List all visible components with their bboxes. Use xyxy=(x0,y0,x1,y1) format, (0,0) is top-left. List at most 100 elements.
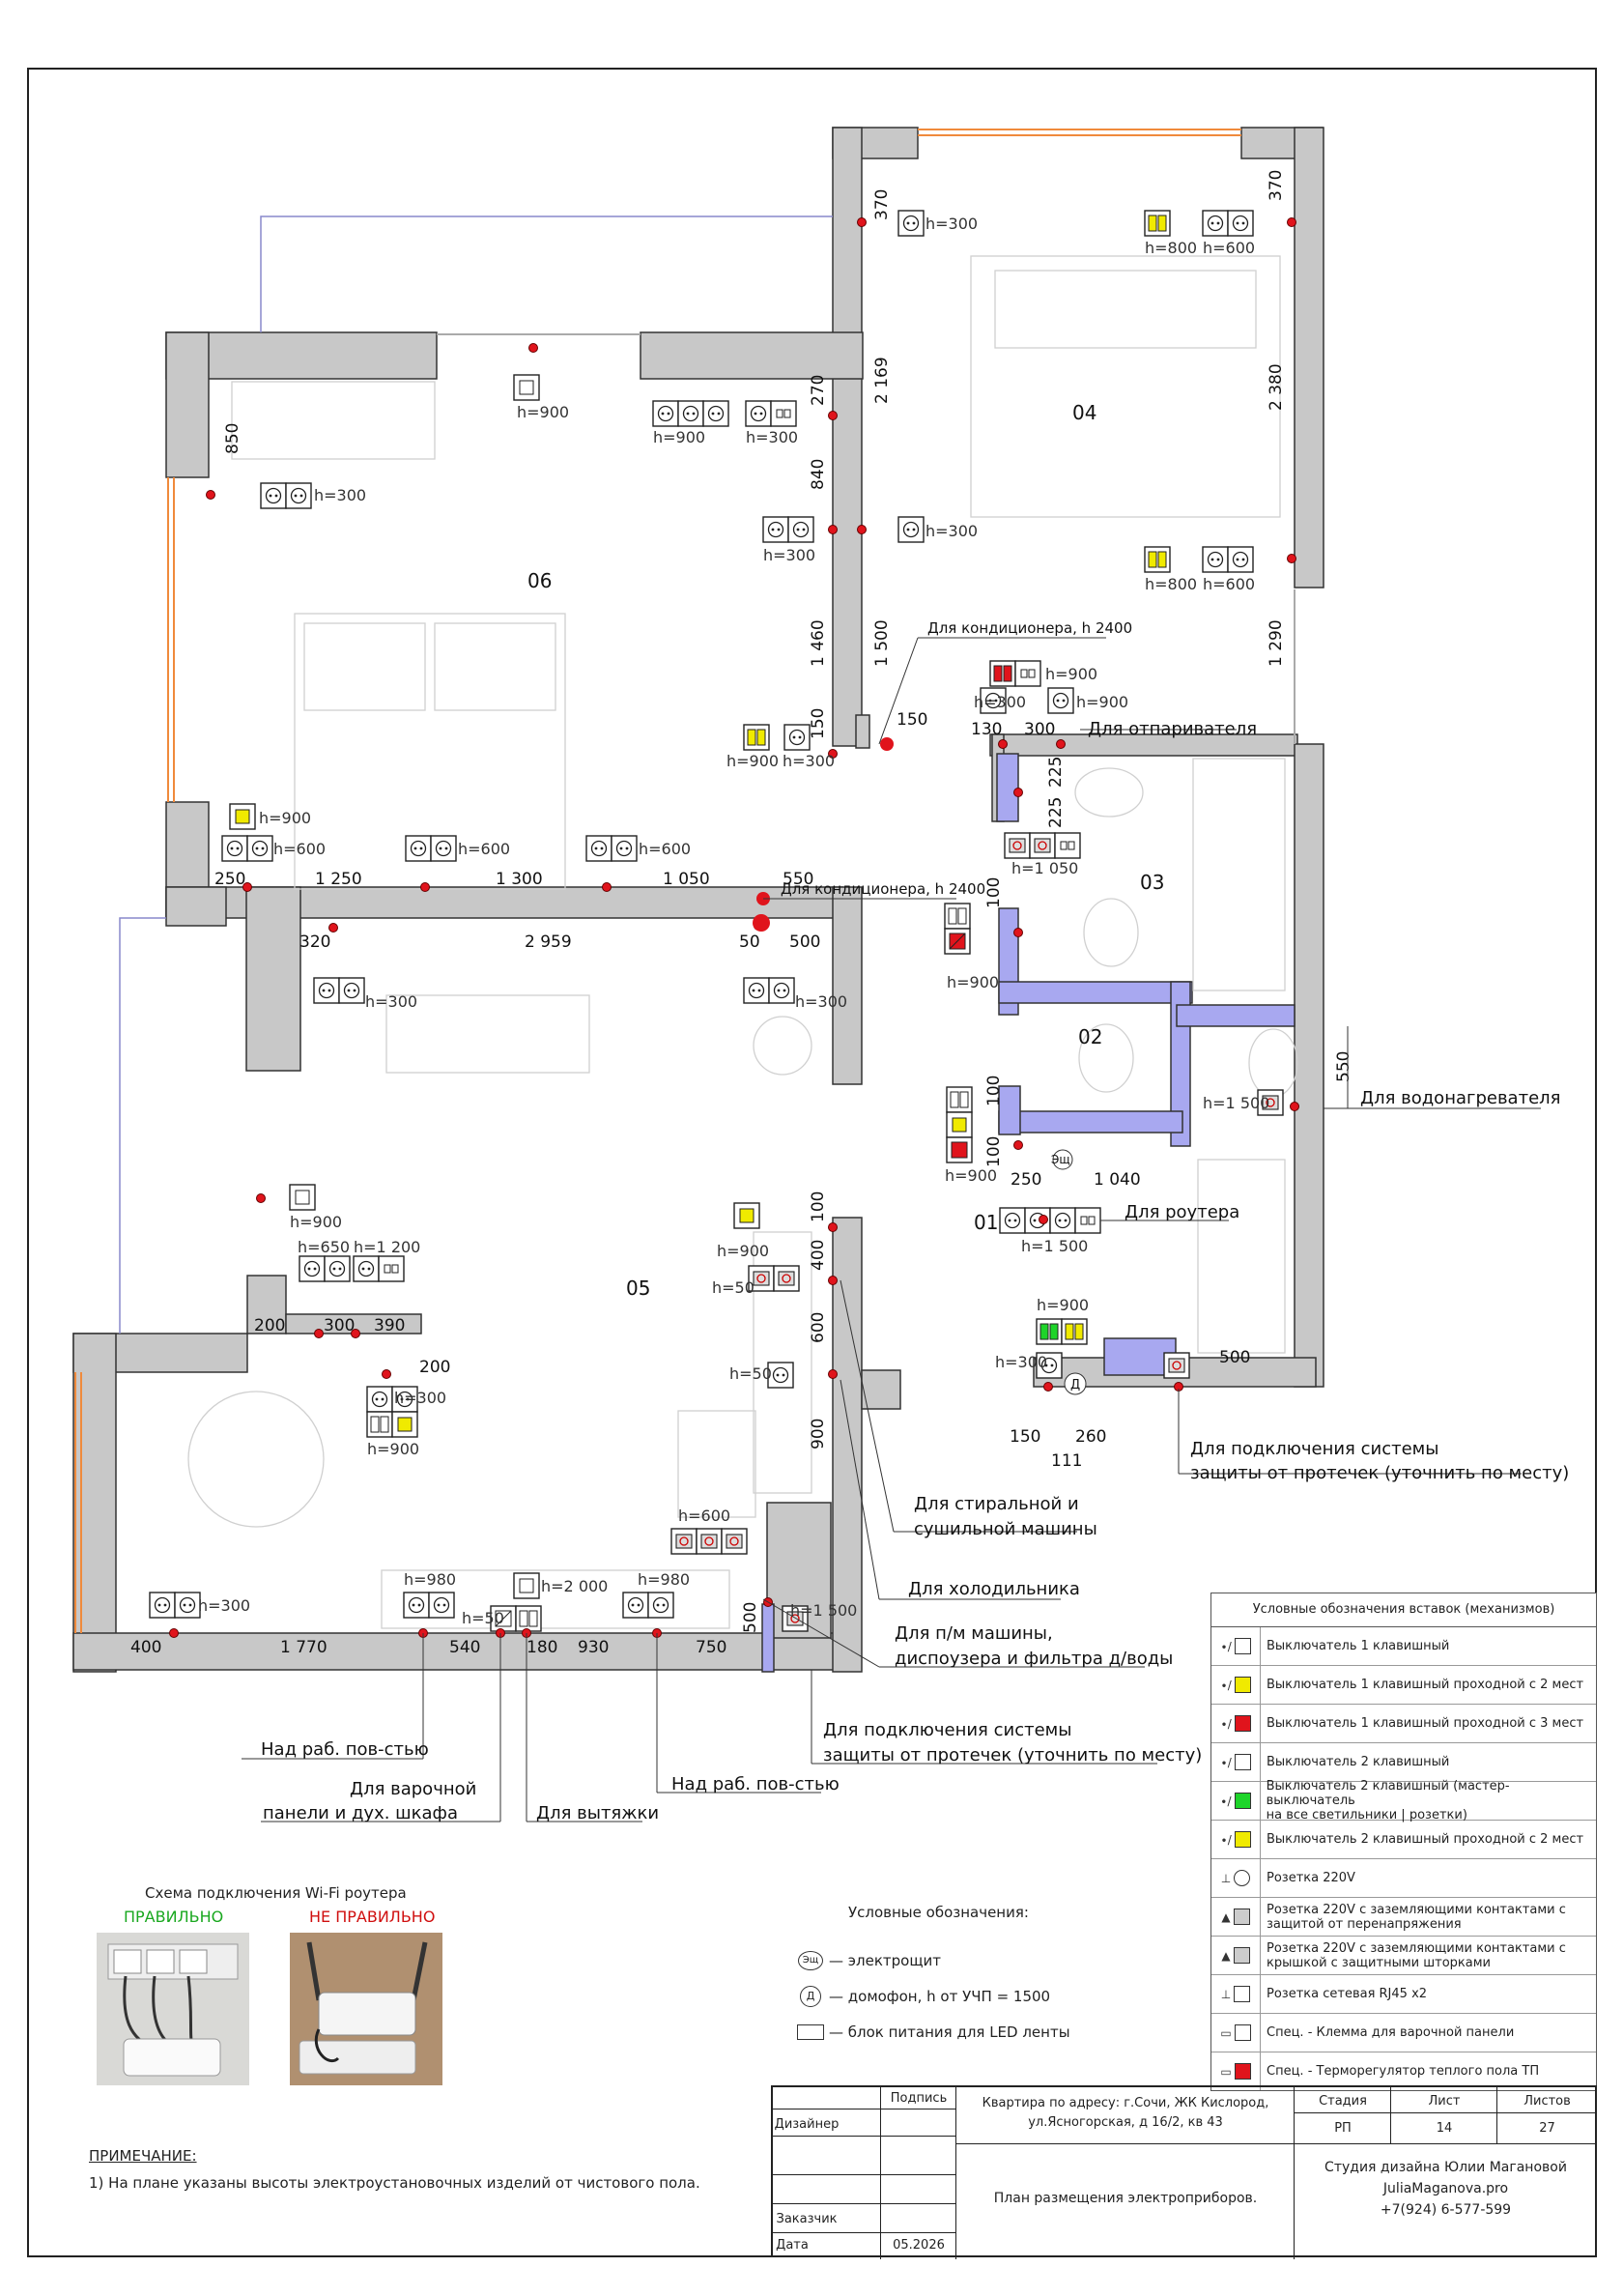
svg-text:1 290: 1 290 xyxy=(1267,619,1286,667)
svg-text:h=1 500: h=1 500 xyxy=(1203,1094,1269,1112)
panel-icon: Эщ xyxy=(798,1950,823,1970)
note-dishwasher-2: диспоузера и фильтра д/воды xyxy=(895,1649,1173,1669)
tb-date: 05.2026 xyxy=(893,2237,945,2253)
svg-text:h=900: h=900 xyxy=(517,403,569,421)
rj45-icon xyxy=(770,400,797,427)
note-dishwasher-1: Для п/м машины, xyxy=(895,1623,1053,1644)
svg-text:500: 500 xyxy=(741,1602,760,1633)
switch-icon xyxy=(289,1184,316,1211)
svg-text:h=300: h=300 xyxy=(746,428,798,446)
svg-text:h=50: h=50 xyxy=(729,1364,772,1383)
conventions-title: Условные обозначения: xyxy=(848,1904,1029,1921)
svg-text:400: 400 xyxy=(130,1638,161,1657)
socket-icon xyxy=(1227,210,1254,237)
svg-text:300: 300 xyxy=(324,1316,355,1335)
socket-icon xyxy=(1227,546,1254,573)
socket-icon xyxy=(324,1255,351,1282)
svg-text:h=300: h=300 xyxy=(314,486,366,504)
svg-text:270: 270 xyxy=(809,375,828,406)
height-labels: h=300 h=800 h=600 h=900 h=900 h=300 h=30… xyxy=(198,215,1269,1627)
svg-text:h=900: h=900 xyxy=(367,1440,419,1458)
switch-yellow-icon xyxy=(1144,546,1171,573)
svg-text:550: 550 xyxy=(783,870,813,889)
tb-address-2: ул.Ясногорская, д 16/2, кв 43 xyxy=(1028,2114,1223,2130)
socket-icon xyxy=(338,977,365,1004)
svg-text:h=900: h=900 xyxy=(653,428,705,446)
switch-icon xyxy=(513,374,540,401)
note-water-heater: Для водонагревателя xyxy=(1360,1088,1560,1108)
dimensions: 370 370 2 169 2 380 850 270 840 1 460 1 … xyxy=(130,170,1353,1657)
socket-icon xyxy=(647,1592,674,1619)
legend-row: ∙/Выключатель 1 клавишный xyxy=(1211,1627,1596,1666)
legend-row: ∙/Выключатель 1 клавишный проходной с 3 … xyxy=(1211,1705,1596,1743)
leader-lines xyxy=(242,637,1541,1822)
svg-text:260: 260 xyxy=(1075,1427,1106,1447)
switch-green-icon xyxy=(1036,1318,1063,1345)
room-02: 02 xyxy=(1078,1025,1102,1048)
device-legend: Условные обозначения вставок (механизмов… xyxy=(1210,1593,1597,2091)
legend-row: ⊥Розетка 220V xyxy=(1211,1859,1596,1898)
svg-text:300: 300 xyxy=(1024,720,1055,739)
svg-text:2 380: 2 380 xyxy=(1267,363,1286,411)
socket-icon xyxy=(585,835,612,862)
svg-text:250: 250 xyxy=(214,870,245,889)
svg-text:h=300: h=300 xyxy=(925,215,978,233)
svg-text:540: 540 xyxy=(449,1638,480,1657)
socket-icon xyxy=(299,1255,326,1282)
svg-text:500: 500 xyxy=(1219,1348,1250,1367)
svg-text:225: 225 xyxy=(1046,797,1066,828)
general-note: ПРИМЕЧАНИЕ: 1) На плане указаны высоты э… xyxy=(89,2147,700,2192)
svg-text:h=900: h=900 xyxy=(1045,665,1097,683)
socket-protected-icon xyxy=(1029,832,1056,859)
svg-text:h=900: h=900 xyxy=(1076,693,1128,711)
svg-text:1 300: 1 300 xyxy=(496,870,543,889)
wifi-incorrect: НЕ ПРАВИЛЬНО xyxy=(309,1908,436,1926)
devices xyxy=(149,210,1284,1632)
svg-text:850: 850 xyxy=(223,423,242,454)
socket-icon xyxy=(897,516,925,543)
convention-led: — блок питания для LED ленты xyxy=(792,2014,1121,2050)
furniture xyxy=(187,255,1298,1629)
svg-text:h=300: h=300 xyxy=(365,992,417,1011)
socket-icon xyxy=(353,1255,380,1282)
socket-icon xyxy=(221,835,248,862)
svg-text:370: 370 xyxy=(1267,170,1286,201)
svg-text:Эщ: Эщ xyxy=(1051,1153,1070,1166)
socket-protected-icon xyxy=(721,1528,748,1555)
socket-icon xyxy=(677,400,704,427)
socket-icon xyxy=(999,1207,1026,1234)
svg-text:1 040: 1 040 xyxy=(1094,1170,1141,1190)
svg-text:500: 500 xyxy=(789,933,820,952)
socket-protected-icon xyxy=(1004,832,1031,859)
svg-text:h=600: h=600 xyxy=(639,840,691,858)
switch-yellow-icon xyxy=(229,803,256,830)
socket-icon xyxy=(313,977,340,1004)
socket-protected-icon xyxy=(1163,1352,1190,1379)
svg-text:h=300: h=300 xyxy=(795,992,847,1011)
svg-text:h=600: h=600 xyxy=(1203,575,1255,593)
note-steamer: Для отпаривателя xyxy=(1088,719,1257,739)
socket-icon xyxy=(702,400,729,427)
tb-stage-label: Стадия xyxy=(1319,2093,1367,2109)
socket-protected-icon xyxy=(773,1265,800,1292)
note-fridge: Для холодильника xyxy=(908,1579,1080,1599)
wifi-title: Схема подключения Wi-Fi роутера xyxy=(145,1884,407,1902)
switch-icon xyxy=(513,1572,540,1599)
svg-text:100: 100 xyxy=(809,1191,828,1222)
svg-text:Д: Д xyxy=(1070,1378,1080,1392)
rj45-icon xyxy=(1074,1207,1101,1234)
switch-red-icon xyxy=(946,1136,973,1163)
socket-icon xyxy=(246,835,273,862)
svg-text:h=300: h=300 xyxy=(995,1353,1047,1371)
tb-sheet-title: План размещения электроприборов. xyxy=(993,2191,1258,2206)
photo-correct xyxy=(97,1933,249,2085)
note-ac-2: Для кондиционера, h 2400 xyxy=(781,880,985,898)
socket-icon xyxy=(403,1592,430,1619)
tb-sheets: 27 xyxy=(1539,2120,1555,2136)
wifi-correct: ПРАВИЛЬНО xyxy=(124,1908,224,1926)
note-router: Для роутера xyxy=(1125,1202,1239,1222)
svg-text:150: 150 xyxy=(809,708,828,739)
socket-icon xyxy=(430,835,457,862)
svg-text:h=900: h=900 xyxy=(717,1242,769,1260)
svg-text:250: 250 xyxy=(1011,1170,1041,1190)
